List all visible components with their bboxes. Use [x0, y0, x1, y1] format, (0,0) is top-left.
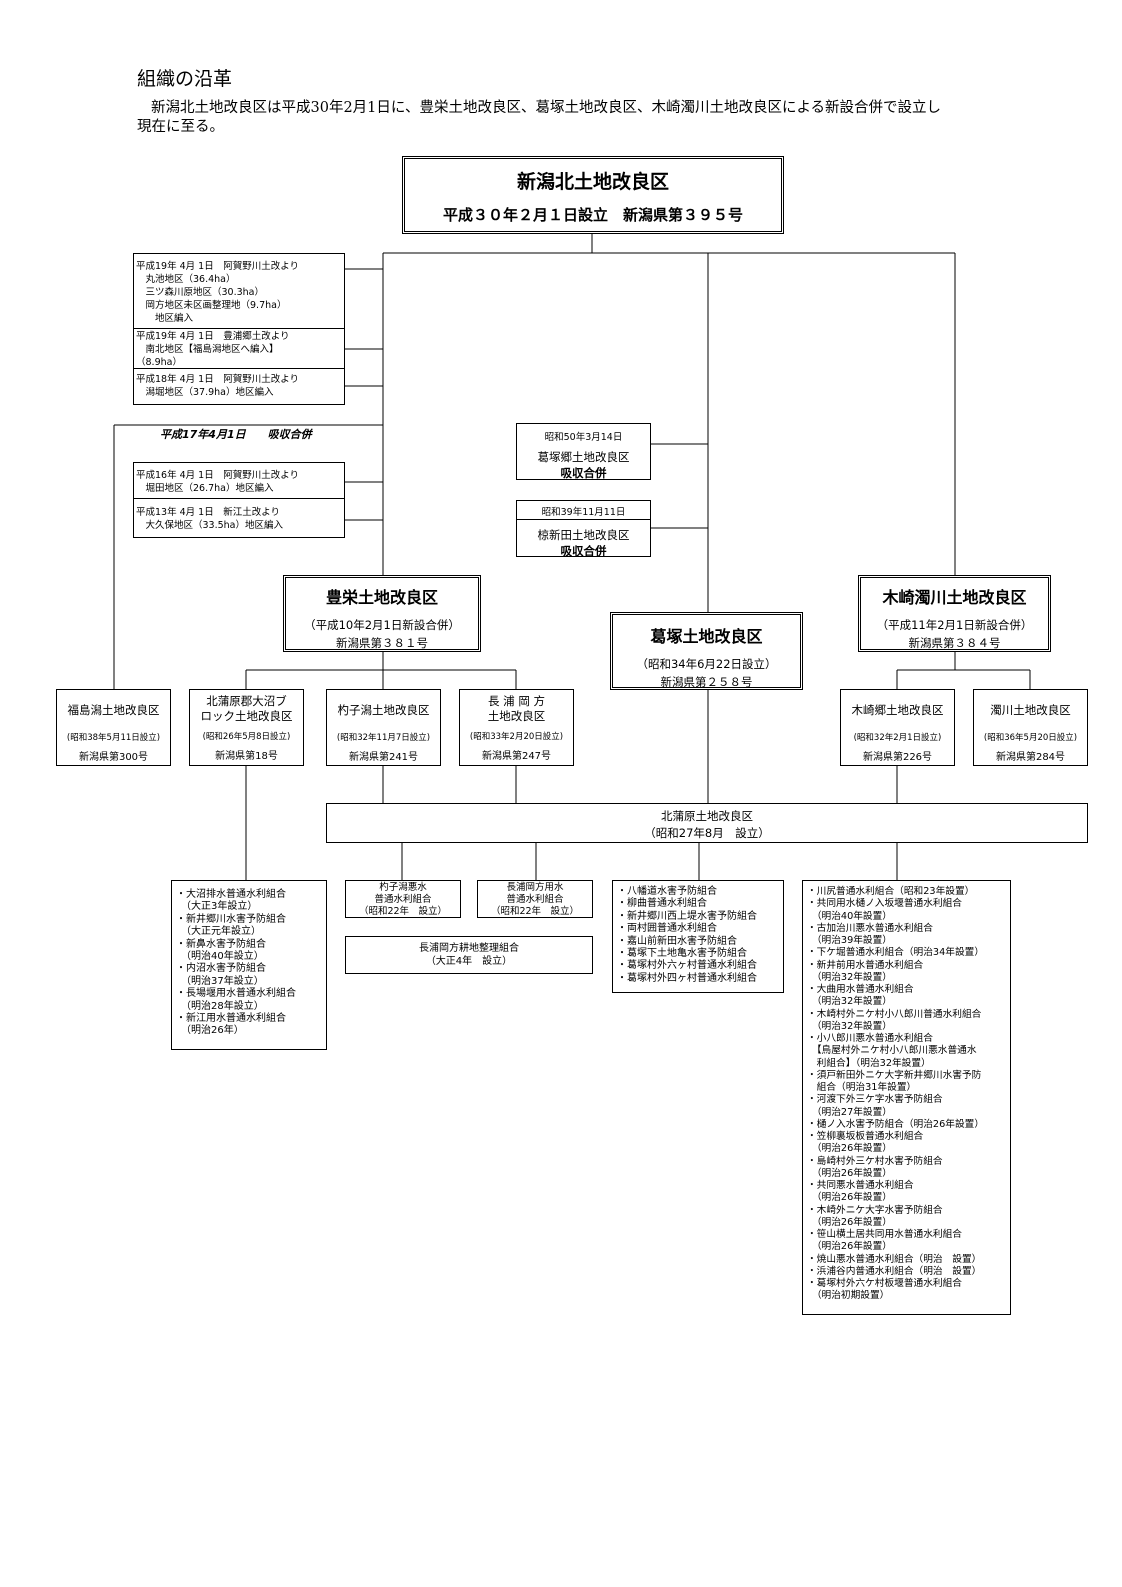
- page-heading: 組織の沿革: [137, 68, 233, 90]
- intro-line-1: 新潟北土地改良区は平成30年2月1日に、豊栄土地改良区、葛塚土地改良区、木崎濁川…: [151, 100, 942, 116]
- absorb-merger-label: 平成17年4月1日 吸収合併: [160, 428, 312, 441]
- note-b2: 平成13年 4月 1日 新江土改より 大久保地区（33.5ha）地区編入: [136, 507, 283, 531]
- merge-date: 昭和50年3月14日: [544, 432, 623, 443]
- node-nagaura-okagata: 長 浦 岡 方 土地改良区 (昭和33年2月20日設立) 新潟県第247号: [459, 689, 574, 766]
- merge-note: 吸収合併: [560, 544, 607, 558]
- divider: [517, 519, 650, 520]
- node-kitakanbara-name: 北蒲原土地改良区: [661, 809, 753, 823]
- note-a3: 平成18年 4月 1日 阿賀野川土改より 潟堀地区（37.9ha）地区編入: [136, 374, 300, 398]
- node-name: 木崎郷土地改良区: [851, 703, 944, 717]
- node-name: 長 浦 岡 方 土地改良区: [487, 694, 546, 723]
- node-number: 新潟県第18号: [215, 751, 278, 762]
- node-kuzuka: 葛塚土地改良区 （昭和34年6月22日設立） 新潟県第２５８号: [610, 612, 803, 690]
- node-date: (昭和26年5月8日設立): [202, 732, 291, 742]
- node-shakushigata-kumiai: 杓子潟悪水 普通水利組合 （昭和22年 設立）: [345, 880, 461, 918]
- node-niigata-kita-sub: 平成３０年２月１日設立 新潟県第３９５号: [442, 206, 743, 224]
- node-name: 福島潟土地改良区: [67, 703, 160, 717]
- merge-name: 椋新田土地改良区: [537, 528, 630, 542]
- merge-kuzuka-go: 昭和50年3月14日 葛塚郷土地改良区 吸収合併: [516, 423, 651, 480]
- node-text: 長浦岡方耕地整理組合 （大正4年 設立）: [419, 943, 519, 967]
- note-b1: 平成16年 4月 1日 阿賀野川土改より 堀田地区（26.7ha）地区編入: [136, 470, 300, 494]
- divider: [134, 368, 344, 369]
- merge-date: 昭和39年11月11日: [541, 507, 626, 518]
- node-kuzuka-name: 葛塚土地改良区: [650, 627, 763, 646]
- node-number: 新潟県第247号: [481, 751, 552, 762]
- list-text: ・八幡道水害予防組合 ・柳曲普通水利組合 ・新井郷川西上堤水害予防組合 ・両村囲…: [617, 886, 757, 984]
- node-kizaki-nigorikawa-name: 木崎濁川土地改良区: [882, 588, 1027, 607]
- node-name: 濁川土地改良区: [990, 703, 1071, 717]
- node-number: 新潟県第241号: [348, 752, 419, 763]
- node-date: (昭和32年2月1日設立): [853, 733, 942, 743]
- node-kizakigo: 木崎郷土地改良区 (昭和32年2月1日設立) 新潟県第226号: [840, 689, 955, 766]
- node-nigorikawa: 濁川土地改良区 (昭和36年5月20日設立) 新潟県第284号: [973, 689, 1088, 766]
- node-date: (昭和38年5月11日設立): [66, 733, 161, 743]
- node-name: 北蒲原郡大沼ブ ロック土地改良区: [200, 694, 293, 723]
- node-kitakanbara: 北蒲原土地改良区 （昭和27年8月 設立）: [326, 803, 1088, 843]
- list-onuma-predecessors: ・大沼排水普通水利組合 （大正3年設立） ・新井郷川水害予防組合 （大正元年設立…: [171, 880, 327, 1050]
- node-shakushigata: 杓子潟土地改良区 (昭和32年11月7日設立) 新潟県第241号: [326, 689, 441, 766]
- notes-group-a: 平成19年 4月 1日 阿賀野川土改より 丸池地区（36.4ha） 三ツ森川原地…: [133, 253, 345, 405]
- node-houei-sub2: 新潟県第３８１号: [336, 636, 428, 650]
- node-niigata-kita-name: 新潟北土地改良区: [516, 171, 669, 193]
- merge-mukunitta: 昭和39年11月11日 椋新田土地改良区 吸収合併: [516, 500, 651, 558]
- node-nagaura-seiri: 長浦岡方耕地整理組合 （大正4年 設立）: [345, 936, 593, 974]
- list-text: ・大沼排水普通水利組合 （大正3年設立） ・新井郷川水害予防組合 （大正元年設立…: [176, 889, 296, 1037]
- list-text: ・川尻普通水利組合（昭和23年設置） ・共同用水樋ノ入坂堰普通水利組合 （明治4…: [807, 886, 985, 1302]
- node-number: 新潟県第300号: [78, 752, 149, 763]
- node-fukushimagata: 福島潟土地改良区 (昭和38年5月11日設立) 新潟県第300号: [56, 689, 171, 766]
- node-onuma-block: 北蒲原郡大沼ブ ロック土地改良区 (昭和26年5月8日設立) 新潟県第18号: [189, 689, 304, 766]
- note-a1: 平成19年 4月 1日 阿賀野川土改より 丸池地区（36.4ha） 三ツ森川原地…: [136, 261, 300, 324]
- node-date: (昭和36年5月20日設立): [983, 733, 1078, 743]
- node-kuzuka-sub1: （昭和34年6月22日設立）: [636, 657, 777, 671]
- divider: [134, 498, 344, 499]
- node-houei-name: 豊栄土地改良区: [325, 588, 438, 607]
- node-number: 新潟県第284号: [995, 752, 1066, 763]
- merge-note: 吸収合併: [560, 466, 607, 480]
- node-name: 杓子潟土地改良区: [337, 703, 430, 717]
- divider: [134, 328, 344, 329]
- node-number: 新潟県第226号: [862, 752, 933, 763]
- node-niigata-kita: 新潟北土地改良区 平成３０年２月１日設立 新潟県第３９５号: [402, 156, 784, 234]
- node-text: 杓子潟悪水 普通水利組合 （昭和22年 設立）: [358, 882, 448, 917]
- node-date: (昭和33年2月20日設立): [469, 732, 564, 742]
- node-houei: 豊栄土地改良区 （平成10年2月1日新設合併） 新潟県第３８１号: [283, 575, 481, 652]
- node-kizaki-nigorikawa-sub1: （平成11年2月1日新設合併）: [876, 618, 1033, 632]
- note-a2: 平成19年 4月 1日 豊浦郷土改より 南北地区【福島潟地区へ編入】 （8.9h…: [136, 331, 290, 368]
- node-kizaki-nigorikawa-sub2: 新潟県第３８４号: [908, 636, 1001, 650]
- intro-line-2: 現在に至る。: [137, 119, 224, 135]
- node-kuzuka-sub2: 新潟県第２５８号: [660, 675, 753, 689]
- node-nagaura-kumiai: 長浦岡方用水 普通水利組合 （昭和22年 設立）: [477, 880, 593, 918]
- node-kitakanbara-date: （昭和27年8月 設立）: [644, 826, 770, 840]
- node-kizaki-nigorikawa: 木崎濁川土地改良区 （平成11年2月1日新設合併） 新潟県第３８４号: [858, 575, 1051, 652]
- list-kuzuka-predecessors: ・八幡道水害予防組合 ・柳曲普通水利組合 ・新井郷川西上堤水害予防組合 ・両村囲…: [612, 880, 784, 993]
- notes-group-b: 平成16年 4月 1日 阿賀野川土改より 堀田地区（26.7ha）地区編入 平成…: [133, 462, 345, 538]
- merge-name: 葛塚郷土地改良区: [537, 450, 630, 464]
- node-text: 長浦岡方用水 普通水利組合 （昭和22年 設立）: [490, 882, 580, 917]
- node-houei-sub1: （平成10年2月1日新設合併）: [304, 618, 460, 632]
- node-date: (昭和32年11月7日設立): [336, 733, 431, 743]
- list-kizaki-predecessors: ・川尻普通水利組合（昭和23年設置） ・共同用水樋ノ入坂堰普通水利組合 （明治4…: [802, 880, 1011, 1315]
